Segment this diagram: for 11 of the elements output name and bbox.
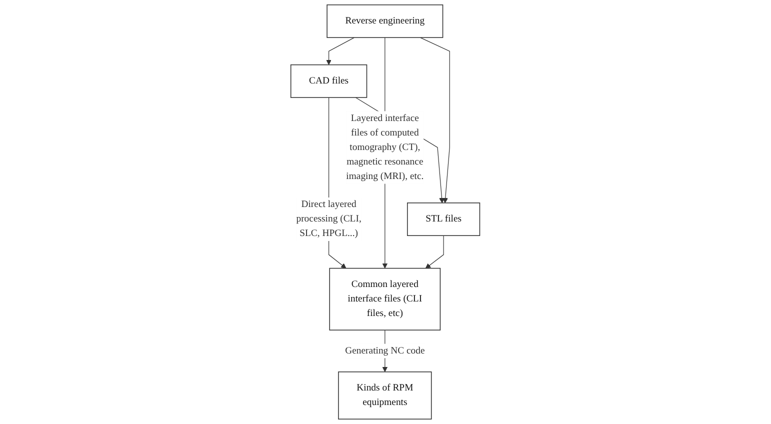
node-box: Common layered interface files (CLI files, etc) [329, 268, 441, 330]
edge-label: Generating NC code [345, 346, 425, 356]
node-box: STL files [407, 202, 480, 236]
edge-label: Layered interface files of computed tomography (CT), magnetic resonance imaging (MRI), etc. [346, 112, 424, 182]
edge-label: Direct layered processing (CLI, SLC, HPGL...) [296, 199, 362, 239]
arrow [426, 235, 444, 269]
node-box: Kinds of RPM equipments [338, 372, 432, 420]
node-box: CAD files [290, 64, 368, 98]
arrow [420, 37, 450, 204]
node-box: Reverse engineering [326, 4, 444, 38]
arrow [326, 37, 355, 66]
